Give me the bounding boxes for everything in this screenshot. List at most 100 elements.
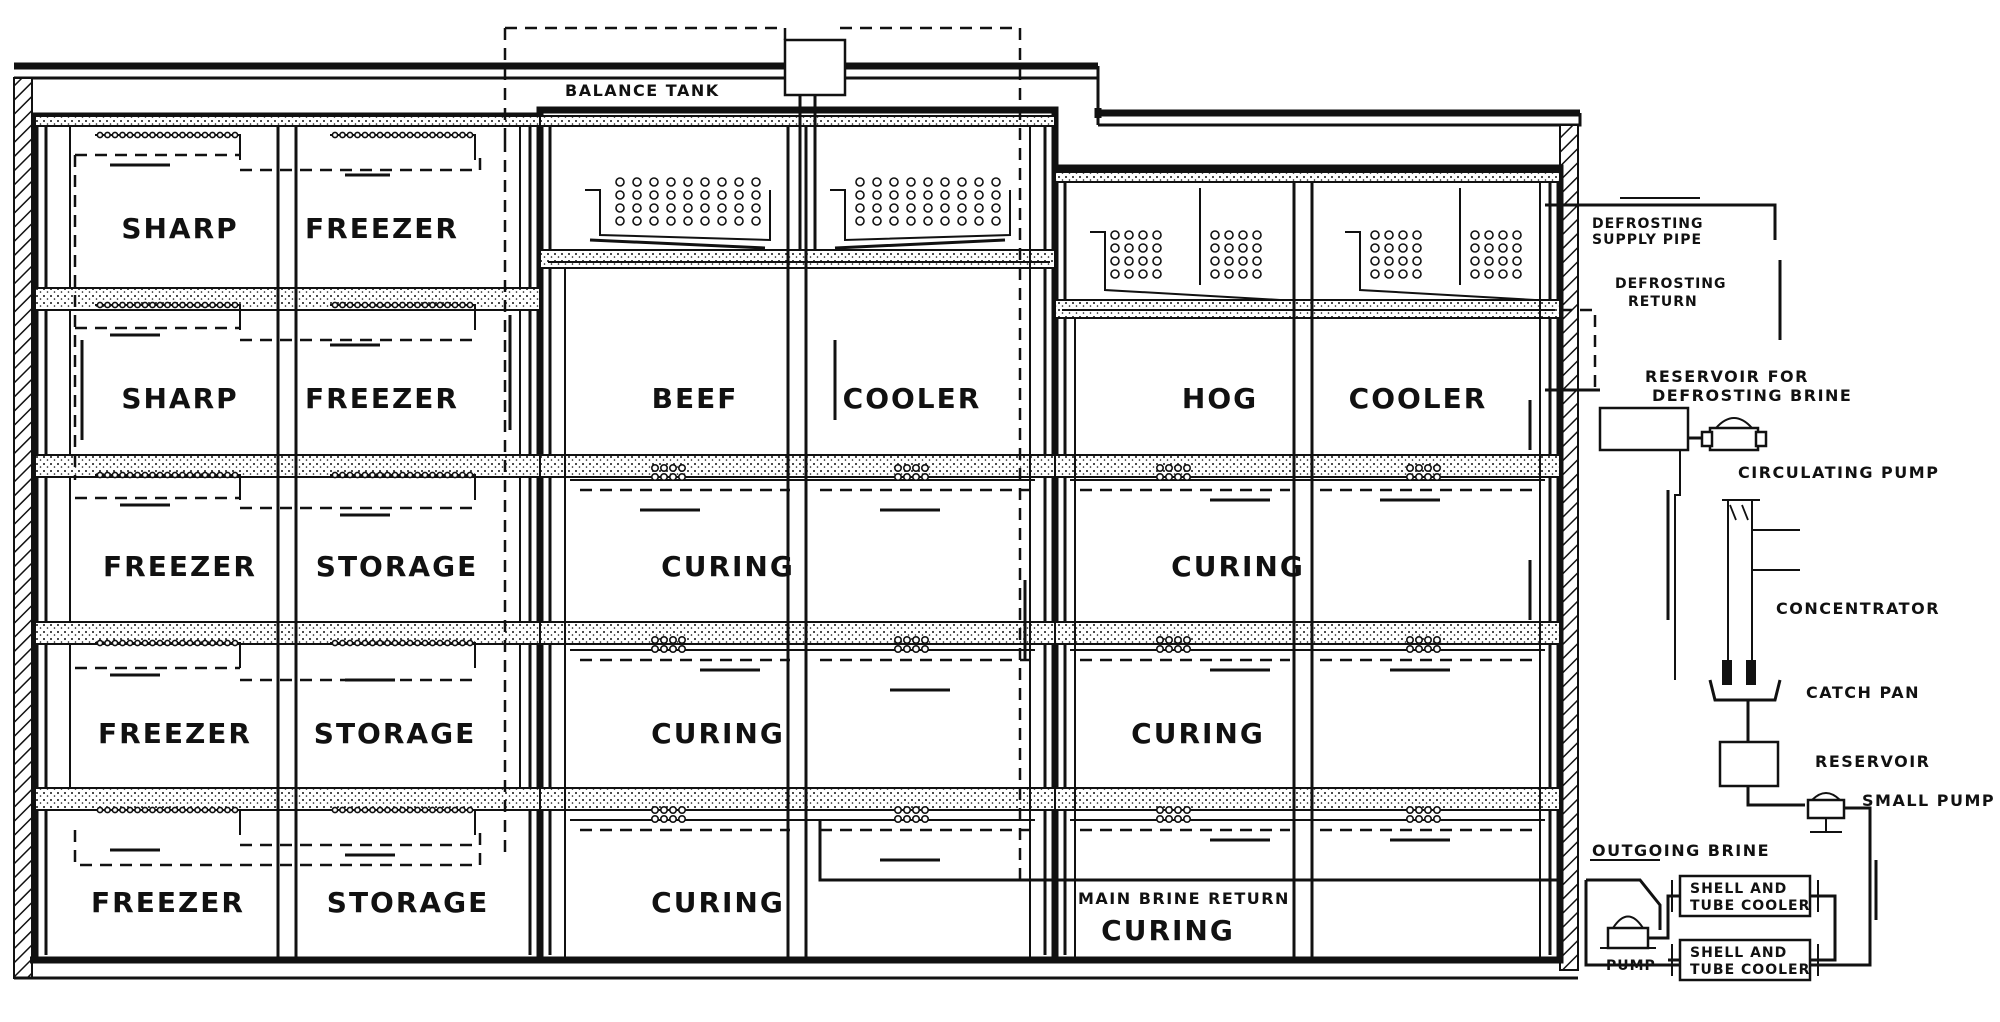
pipe-coil-icon [414,639,421,647]
pipe-coil-icon [459,301,466,309]
pipe-coil-icon [444,471,451,479]
pipe-coil-icon [96,639,104,647]
pipe-coil-icon [384,639,391,647]
room-label: STORAGE [314,717,476,750]
pipe-coil-icon [1370,243,1380,253]
pipe-coil-icon [659,805,668,814]
pipe-coil-icon [1412,243,1422,253]
pipe-coil-icon [179,131,186,139]
pipe-coil-icon [186,301,194,309]
pipe-coil-icon [421,301,429,309]
pipe-coil-icon [466,301,474,309]
pipe-coil-icon [717,177,727,187]
pipe-coil-icon [1110,243,1120,253]
pipe-coil-icon [902,472,911,481]
pipe-coil-icon [1156,472,1165,481]
pipe-coil-icon [224,806,231,814]
pipe-coil-icon [1183,814,1192,823]
pipe-coil-icon [126,806,134,814]
pipe-coil-icon [974,190,984,200]
pipe-coil-icon [111,301,119,309]
pipe-coil-icon [201,806,209,814]
pipe-coil-icon [911,644,920,653]
pipe-coil-icon [872,203,882,213]
pipe-coil-icon [164,471,171,479]
pipe-coil-icon [659,814,668,823]
pipe-coil-icon [1224,269,1234,279]
pipe-coil-icon [940,203,950,213]
pipe-coil-icon [1406,644,1415,653]
pipe-coil-icon [119,301,126,309]
pipe-coil-icon [119,639,126,647]
pipe-coil-icon [649,177,659,187]
pipe-coil-icon [179,639,186,647]
pipe-coil-icon [1415,644,1424,653]
pipe-coil-icon [734,203,744,213]
pipe-coil-icon [149,131,156,139]
room-labels: SHARP FREEZER SHARP FREEZER FREEZER STOR… [91,212,1485,947]
pipe-coil-icon [649,216,659,226]
pipe-coil-icon [1165,805,1174,814]
pipe-coil-icon [331,131,339,139]
pipe-coil-icon [889,190,899,200]
pipe-coil-icon [1484,269,1494,279]
room-label: FREEZER [91,886,245,919]
pipe-coil-icon [391,301,399,309]
pipe-coil-icon [414,131,421,139]
reservoir-defrost-label: DEFROSTING BRINE [1652,386,1852,405]
pipe-coil-icon [1412,230,1422,240]
pipe-coil-icon [1124,256,1134,266]
pipe-coil-icon [451,806,459,814]
pipe-coil-icon [893,814,902,823]
pipe-coil-icon [156,471,164,479]
pipe-coil-icon [1384,230,1394,240]
pipe-coil-icon [1252,230,1262,240]
pipe-coil-icon [201,639,209,647]
pipe-coil-icon [466,806,474,814]
pipe-coil-icon [1252,269,1262,279]
pipe-coil-icon [361,639,369,647]
pipe-coil-icon [668,814,677,823]
pipe-coil-icon [436,639,444,647]
pipe-coil-icon [376,131,384,139]
pipe-coil-icon [1484,230,1494,240]
pipe-coil-icon [650,814,659,823]
pipe-coil-icon [1165,472,1174,481]
pipe-coil-icon [164,301,171,309]
pipe-coil-icon [940,177,950,187]
pipe-coil-icon [224,471,231,479]
pipe-coil-icon [920,644,929,653]
pipe-coil-icon [156,639,164,647]
pipe-coil-icon [751,177,761,187]
pipe-coil-icon [1433,644,1442,653]
pipe-coil-icon [615,190,625,200]
pipe-coil-icon [1512,269,1522,279]
pump-label: PUMP [1606,958,1656,974]
pipe-coil-icon [429,806,436,814]
concentrator-icon [1722,499,1800,680]
pipe-coil-icon [141,131,149,139]
pipe-coil-icon [171,471,179,479]
reservoir-defrost-label: RESERVOIR FOR [1645,367,1809,386]
pipe-coil-icon [632,177,642,187]
pipe-coil-icon [451,639,459,647]
pipe-coil-icon [920,635,929,644]
pipe-coil-icon [1406,635,1415,644]
pipe-coil-icon [156,301,164,309]
pipe-coil-icon [751,203,761,213]
pipe-coil-icon [666,216,676,226]
pipe-coil-icon [141,301,149,309]
pipe-coil-icon [156,806,164,814]
pipe-coil-icon [1424,644,1433,653]
pipe-coil-icon [1415,805,1424,814]
room-label: COOLER [843,382,982,415]
pipe-coil-icon [459,471,466,479]
pipe-coil-icon [104,806,111,814]
pipe-coil-icon [1415,635,1424,644]
pipe-coil-icon [134,131,141,139]
pipe-coil-icon [1224,256,1234,266]
pipe-coil-icon [171,639,179,647]
pipe-coil-icon [920,805,929,814]
pipe-coil-icon [1398,256,1408,266]
pipe-coil-icon [1224,243,1234,253]
